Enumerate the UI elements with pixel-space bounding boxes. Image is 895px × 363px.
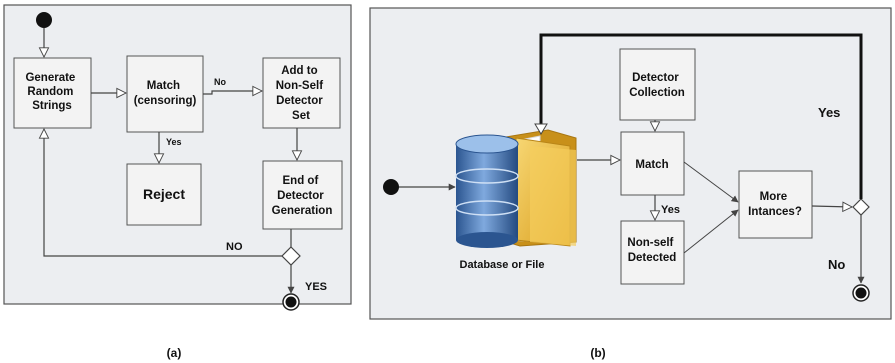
- caption-a: (a): [167, 346, 182, 360]
- svg-text:Add to Non-Self De: Add to Non-Self Detector Set: [276, 65, 326, 122]
- nonself-label-line1: Non-self: [627, 237, 673, 249]
- collection-label-line2: Collection: [629, 87, 685, 99]
- more-instances-box: [738, 170, 813, 239]
- collection-label-line1: Detector: [632, 72, 679, 84]
- caption-b: (b): [590, 346, 605, 360]
- match-label: Match: [635, 159, 668, 171]
- end-node-core: [855, 287, 867, 299]
- panel-a: Generate Random Strings Match (censoring…: [3, 4, 352, 360]
- svg-text:Generate Random St: Generate Random Strings: [25, 72, 78, 112]
- folder-icon: [499, 129, 577, 247]
- database-icon: [455, 134, 519, 248]
- panel-b: Database or File Detector Collection Mat…: [369, 7, 892, 360]
- database-label: Database or File: [460, 259, 545, 271]
- add-detector-box: [262, 57, 341, 129]
- yes-edge-label: Yes: [166, 137, 182, 147]
- add-label-line1: Add to: [281, 65, 317, 77]
- match-label-line2: (censoring): [134, 95, 197, 107]
- generate-label-line1: Generate: [25, 72, 75, 84]
- no-end-label: No: [828, 257, 845, 272]
- no-edge-label: No: [214, 77, 226, 87]
- yes-loop-label: Yes: [818, 105, 840, 120]
- svg-text:More Intances?: More Intances?: [748, 191, 802, 218]
- svg-text:Match (censoring): Match (censoring): [134, 80, 197, 107]
- svg-text:End of Detector Ge: End of Detector Generation: [272, 175, 333, 217]
- detector-collection-box: [619, 48, 696, 121]
- generate-label-line2: Random: [27, 86, 73, 98]
- nonself-label-line2: Detected: [628, 252, 677, 264]
- more-label-line1: More: [760, 191, 787, 203]
- no-loop-label: NO: [226, 241, 243, 253]
- svg-text:Detector Collection: Detector Collection: [629, 72, 685, 99]
- panel-a-frame: [3, 4, 352, 305]
- add-label-line2: Non-Self: [276, 80, 323, 92]
- end-label-line3: Generation: [272, 205, 333, 217]
- match-censoring-box: [126, 55, 204, 133]
- yes-mid-label: Yes: [661, 204, 680, 216]
- match-label-line1: Match: [147, 80, 180, 92]
- reject-box: [126, 163, 202, 226]
- end-generation-box: [262, 160, 343, 230]
- end-node-core: [285, 296, 297, 308]
- yes-end-label: YES: [305, 281, 327, 293]
- add-label-line3: Detector: [276, 95, 323, 107]
- start-node: [36, 12, 52, 28]
- reject-label: Reject: [143, 186, 185, 202]
- end-label-line1: End of: [283, 175, 319, 187]
- match-box: [620, 131, 685, 196]
- add-label-line4: Set: [292, 110, 310, 122]
- svg-text:Non-self Detected: Non-self Detected: [627, 237, 676, 264]
- end-label-line2: Detector: [277, 190, 324, 202]
- start-node: [383, 179, 399, 195]
- generate-label-line3: Strings: [32, 100, 72, 112]
- more-label-line2: Intances?: [748, 206, 802, 218]
- nonself-detected-box: [620, 220, 685, 285]
